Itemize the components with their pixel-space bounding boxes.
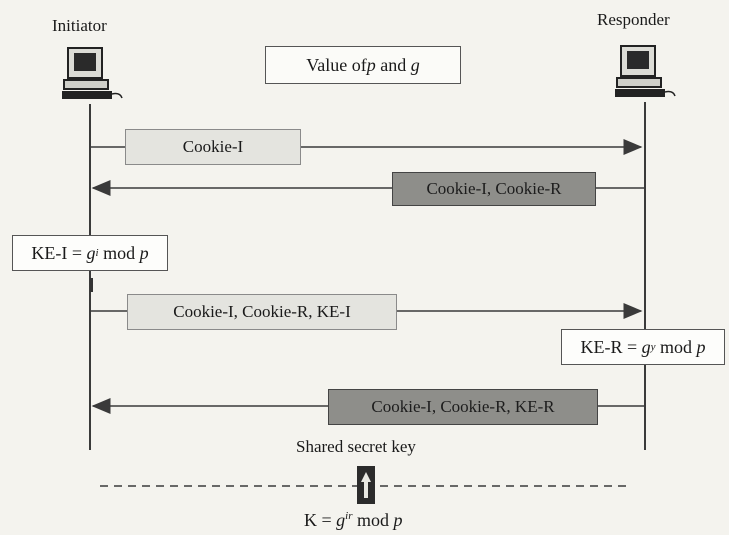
initiator-label: Initiator	[52, 16, 107, 35]
k-base: g	[336, 510, 346, 530]
k-mod-word: mod	[352, 510, 394, 530]
responder-computer-icon	[615, 45, 676, 97]
setup-g: g	[410, 54, 420, 75]
message-4-box: Cookie-I, Cookie-R, KE-R	[328, 389, 598, 425]
setup-and: and	[375, 54, 411, 75]
initiator-tick	[90, 278, 93, 292]
setup-prefix: Value of	[306, 54, 367, 75]
ke-i-base: g	[86, 242, 96, 263]
ke-r-modulus: p	[696, 336, 706, 357]
k-modulus: p	[393, 510, 403, 530]
shared-secret-title: Shared secret key	[296, 437, 416, 456]
message-3-box: Cookie-I, Cookie-R, KE-I	[127, 294, 397, 330]
responder-label: Responder	[597, 10, 670, 29]
ke-r-exponent: y	[650, 341, 656, 353]
ke-i-exponent: i	[95, 247, 99, 259]
ke-r-mod-word: mod	[655, 336, 697, 357]
ke-i-mod-word: mod	[98, 242, 140, 263]
responder-lifeline	[644, 102, 646, 450]
ke-r-lhs: KE-R =	[580, 336, 642, 357]
setup-p: p	[366, 54, 376, 75]
initiator-computer-icon	[62, 47, 123, 99]
key-icon	[357, 466, 375, 504]
initiator-lifeline	[89, 104, 91, 450]
ke-r-base: g	[641, 336, 651, 357]
ke-i-modulus: p	[139, 242, 149, 263]
k-lhs: K =	[304, 510, 337, 530]
setup-box: Value of p and g	[265, 46, 461, 84]
message-2-box: Cookie-I, Cookie-R	[392, 172, 596, 206]
shared-key-formula: K = gir mod p	[304, 510, 403, 531]
k-exponent: ir	[345, 510, 353, 522]
message-1-box: Cookie-I	[125, 129, 301, 165]
ke-i-lhs: KE-I =	[31, 242, 87, 263]
